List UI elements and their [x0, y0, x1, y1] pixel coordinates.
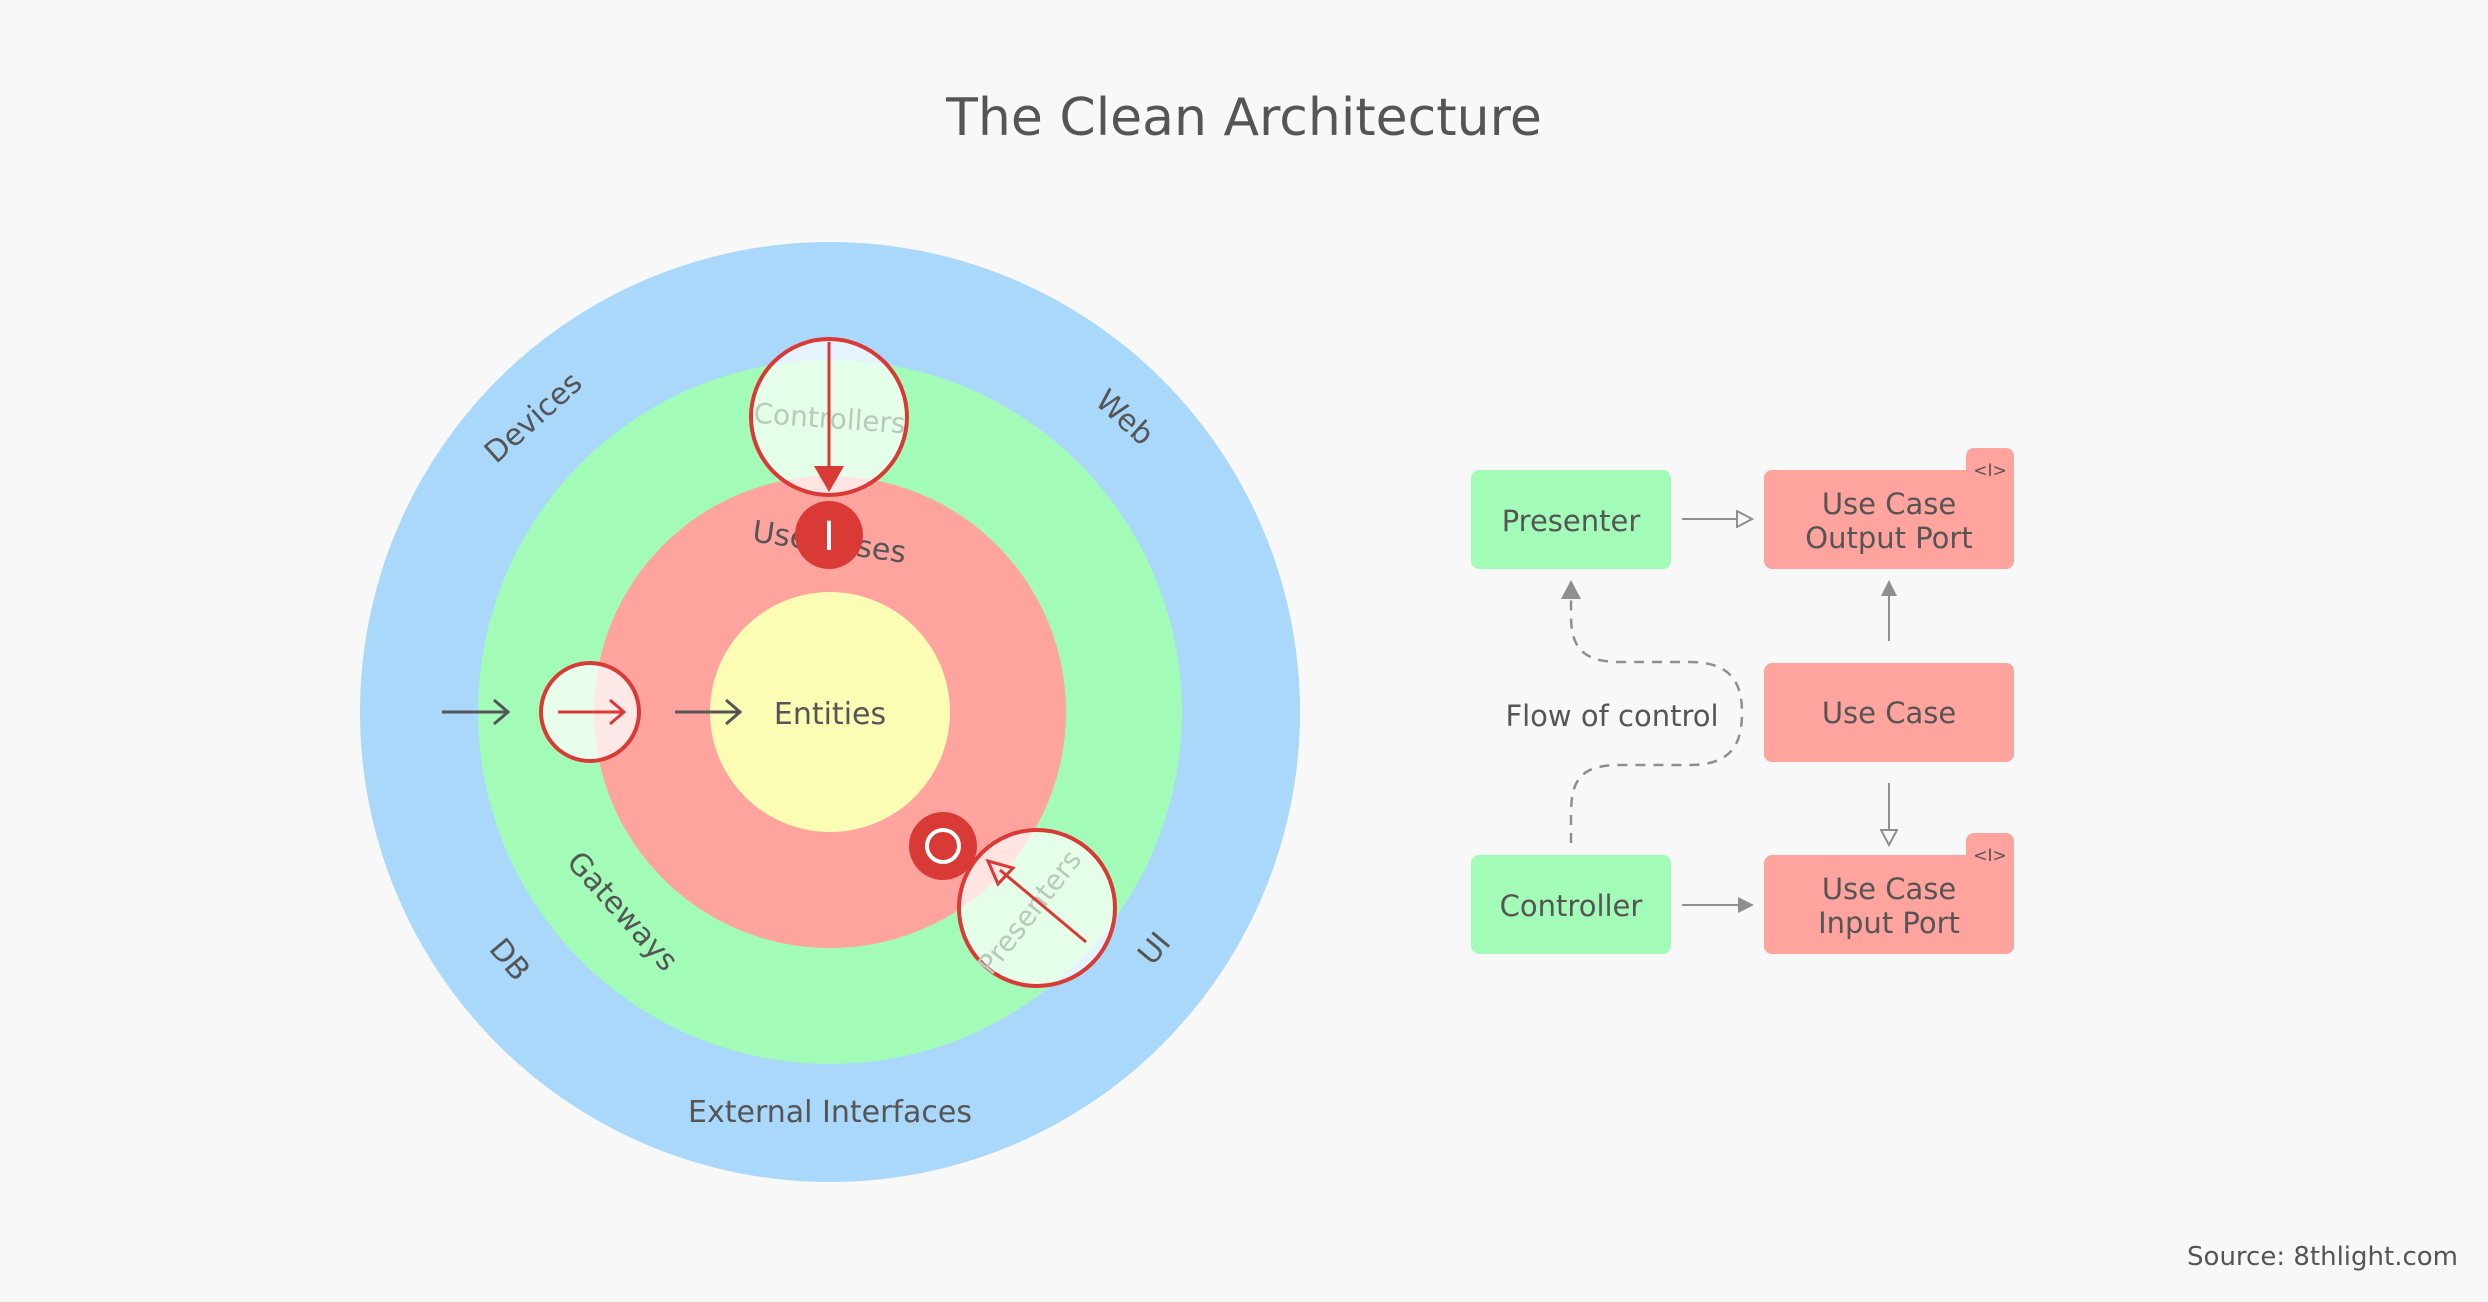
input-port-label-line1: Use Case	[1822, 872, 1956, 906]
output-port-label-line2: Output Port	[1805, 521, 1972, 555]
controller-box	[1471, 855, 1671, 954]
controller-label: Controller	[1500, 889, 1643, 923]
flow-of-control-arrow-head	[1561, 580, 1581, 599]
input-marker-label: I	[823, 514, 835, 560]
input-port-label-line2: Input Port	[1818, 906, 1960, 940]
gateway-bubble-arrow-head	[609, 698, 627, 726]
flow-of-control-label: Flow of control	[1505, 699, 1718, 733]
entities-core	[710, 592, 950, 832]
presenters-bubble	[957, 828, 1117, 988]
left-outer-arrow-head	[493, 698, 511, 726]
presenters-arrow	[999, 868, 1087, 944]
use-case-label: Use Case	[1822, 696, 1956, 730]
source-credit: Source: 8thlight.com	[2187, 1242, 2458, 1272]
controllers-arrow-head	[814, 466, 844, 492]
presenter-box	[1471, 470, 1671, 569]
presenters-arrow-head	[985, 858, 1016, 887]
input-port-tag-label: <I>	[1973, 846, 2007, 866]
input-marker	[795, 501, 863, 569]
input-port-box	[1764, 855, 2014, 954]
presenter-label: Presenter	[1502, 504, 1641, 538]
output-port-tag-label: <I>	[1973, 461, 2007, 481]
output-port-label-line1: Use Case	[1822, 487, 1956, 521]
entities-label: Entities	[774, 697, 886, 732]
left-inner-arrow-head	[725, 698, 743, 726]
diagram-title: The Clean Architecture	[946, 88, 1542, 148]
flow-of-control-label-bg	[1498, 690, 1726, 740]
output-marker	[909, 812, 977, 880]
flow-of-control-path	[1569, 590, 1744, 843]
use-case-box	[1764, 663, 2014, 762]
external-interfaces-label: External Interfaces	[688, 1095, 972, 1130]
output-marker-ring	[925, 828, 961, 864]
output-port-box	[1764, 470, 2014, 569]
